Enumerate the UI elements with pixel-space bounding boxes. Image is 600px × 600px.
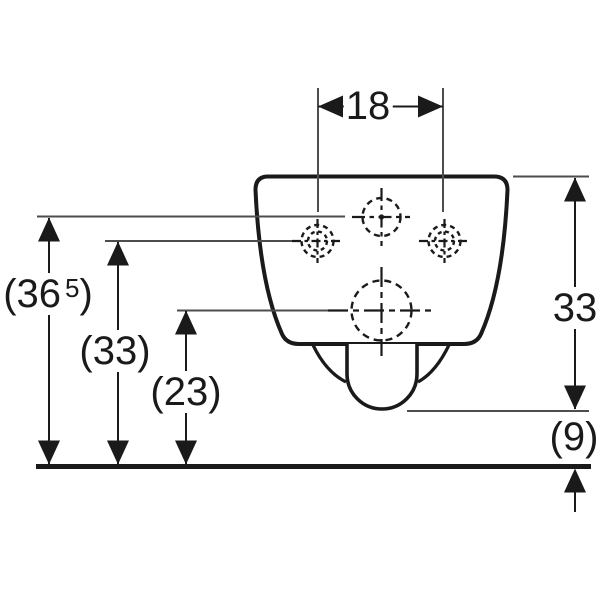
arrow-right-icon (418, 95, 443, 118)
arrow-down-icon (107, 440, 129, 465)
outlet-fillet-right (417, 344, 451, 384)
arrow-down-icon (564, 385, 586, 410)
outlet-hole (328, 267, 435, 356)
dim-label-outlet-clearance: (9) (547, 415, 600, 459)
dim-supply-height (38, 217, 60, 465)
supply-hole-center-dot (378, 214, 385, 220)
dim-label-supply-suffix: ) (79, 272, 93, 316)
dim-label-supply-prefix: (36 (3, 272, 62, 316)
outlet-fillet-left (311, 344, 347, 384)
dim-label-supply-superscript: 5 (65, 273, 80, 303)
toilet-outline (253, 174, 510, 346)
arrow-up-icon (38, 217, 60, 242)
supply-hole (352, 188, 410, 246)
outlet-pipe (345, 344, 419, 411)
arrow-up-icon (175, 310, 197, 335)
arrow-left-icon (318, 95, 343, 118)
dim-label-outlet-center-height: (23) (148, 370, 224, 414)
arrow-up-icon (564, 177, 586, 202)
fixing-hole-right (419, 219, 470, 263)
arrow-up-icon (564, 468, 586, 493)
arrow-up-icon (107, 241, 129, 266)
dim-outlet-clearance (564, 468, 586, 512)
dim-label-fixing-height: (33) (77, 329, 153, 373)
dim-label-body-height: 33 (550, 286, 600, 330)
dim-label-hole-spacing: 18 (343, 84, 393, 128)
arrow-down-icon (175, 440, 197, 465)
arrow-down-icon (38, 440, 60, 465)
extension-lines (37, 88, 589, 412)
fixing-hole-left (292, 219, 343, 263)
